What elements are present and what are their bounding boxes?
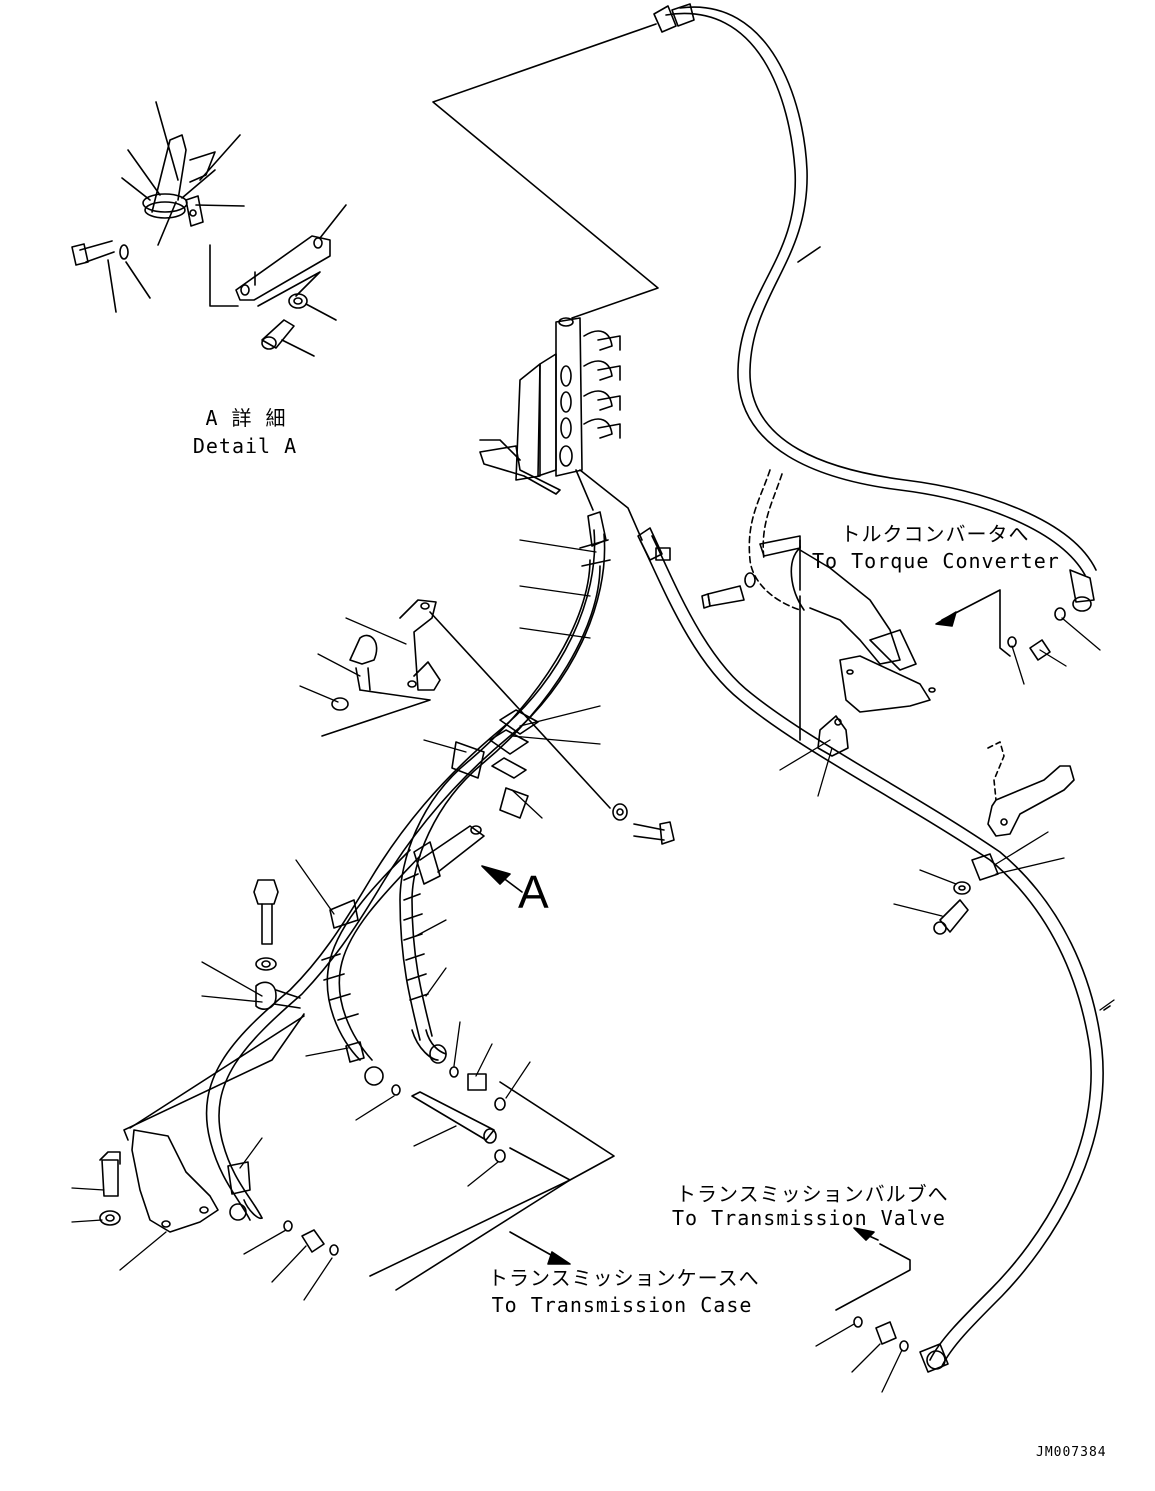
manifold-block xyxy=(479,317,643,541)
drawing-id: JM007384 xyxy=(1036,1445,1107,1460)
torque-converter-hose xyxy=(653,3,1097,612)
leader-lines xyxy=(71,539,1115,1393)
detail-a-view xyxy=(71,101,347,357)
transmission-case-label-en: To Transmission Case xyxy=(491,1293,753,1317)
transmission-valve-label-en: To Transmission Valve xyxy=(672,1206,946,1230)
upper-bracket xyxy=(321,599,441,737)
left-hose-bundle xyxy=(205,511,611,1221)
transmission-case-label-ja: トランスミッションケースへ xyxy=(488,1266,760,1290)
torque-converter-label-ja: トルクコンバータへ xyxy=(840,522,1030,546)
torque-converter-label-en: To Torque Converter xyxy=(812,549,1060,573)
transmission-valve-hose xyxy=(637,527,1111,1373)
right-clamp-bracket xyxy=(987,741,1005,801)
transmission-valve-label-ja: トランスミッションバルブへ xyxy=(676,1182,949,1206)
lower-left-bracket xyxy=(99,1013,305,1233)
detail-a-label-ja: A 詳 細 xyxy=(205,406,287,430)
torque-converter-clamp xyxy=(701,535,936,741)
detail-a-label-en: Detail A xyxy=(192,434,298,458)
view-marker-a: A xyxy=(518,866,549,918)
torque-converter-bracket xyxy=(748,469,801,611)
